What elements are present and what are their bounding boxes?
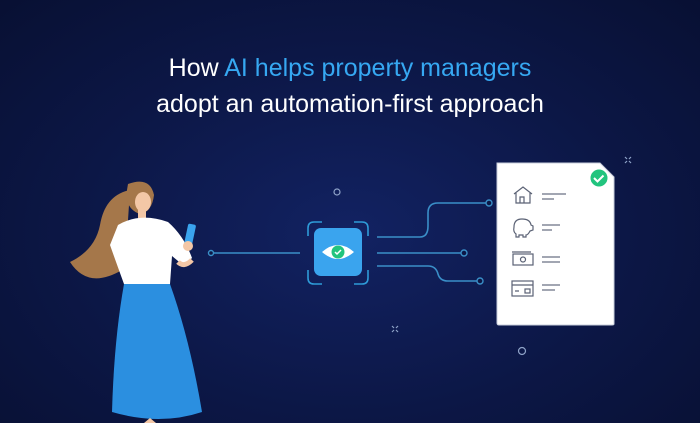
connector-node	[476, 277, 484, 285]
headline-highlight: AI helps property managers	[224, 54, 532, 82]
headline-line-1: How AI helps property managers	[0, 50, 700, 86]
piggy-bank-icon	[513, 218, 534, 238]
headline-line-2: adopt an automation-first approach	[156, 90, 544, 118]
check-icon	[588, 167, 610, 189]
connector-lines	[210, 202, 486, 282]
eye-scan-icon	[307, 221, 369, 285]
decor-circle	[517, 346, 527, 356]
decor-circle	[333, 188, 341, 196]
connector-node	[485, 199, 493, 207]
headline-prefix: How	[168, 54, 225, 82]
blouse	[110, 217, 192, 284]
card-icon	[511, 280, 534, 297]
skirt	[112, 284, 202, 419]
phone-icon	[184, 223, 196, 247]
connector-node	[207, 249, 215, 257]
woman-with-phone	[70, 181, 202, 423]
headline: How AI helps property managers adopt an …	[0, 50, 700, 122]
document-card	[496, 162, 615, 326]
cash-icon	[512, 251, 534, 266]
decor-sparkle	[391, 156, 632, 333]
face	[135, 192, 151, 212]
house-icon	[513, 186, 533, 204]
connector-node	[460, 249, 468, 257]
